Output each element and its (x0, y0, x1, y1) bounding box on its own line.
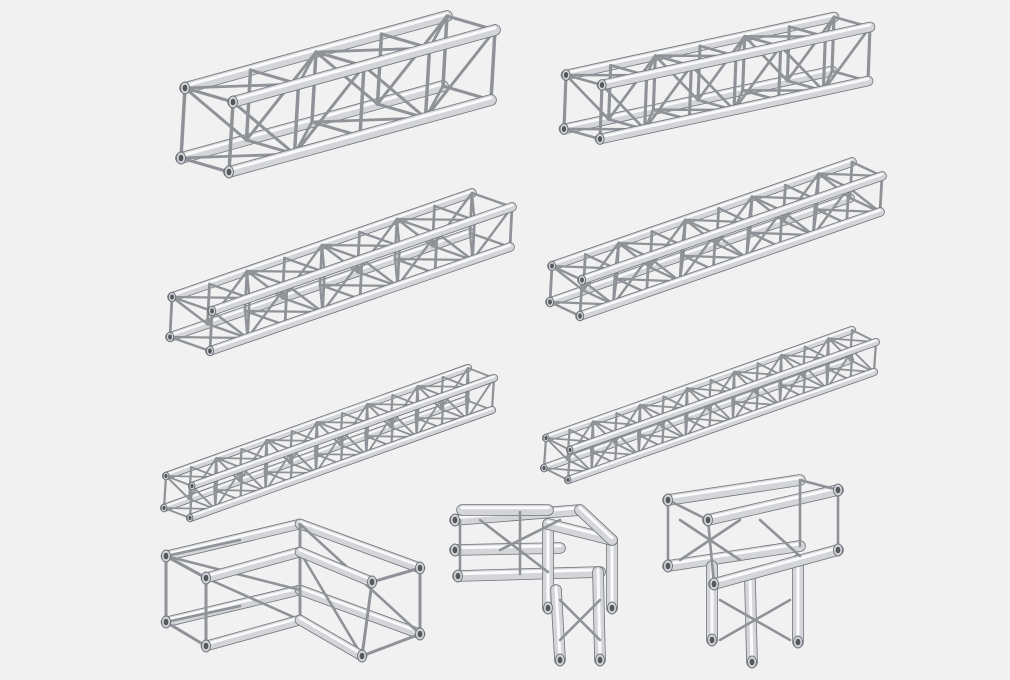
t-junction-truss-4way (662, 474, 844, 669)
straight-truss-short (558, 11, 876, 145)
straight-truss-long (159, 363, 499, 523)
corner-truss-2way (160, 518, 426, 663)
straight-truss-medium (545, 157, 887, 322)
corner-truss-3way (449, 504, 618, 667)
straight-truss-medium (165, 188, 517, 357)
straight-truss-long (539, 325, 881, 485)
straight-truss-short (175, 10, 501, 179)
